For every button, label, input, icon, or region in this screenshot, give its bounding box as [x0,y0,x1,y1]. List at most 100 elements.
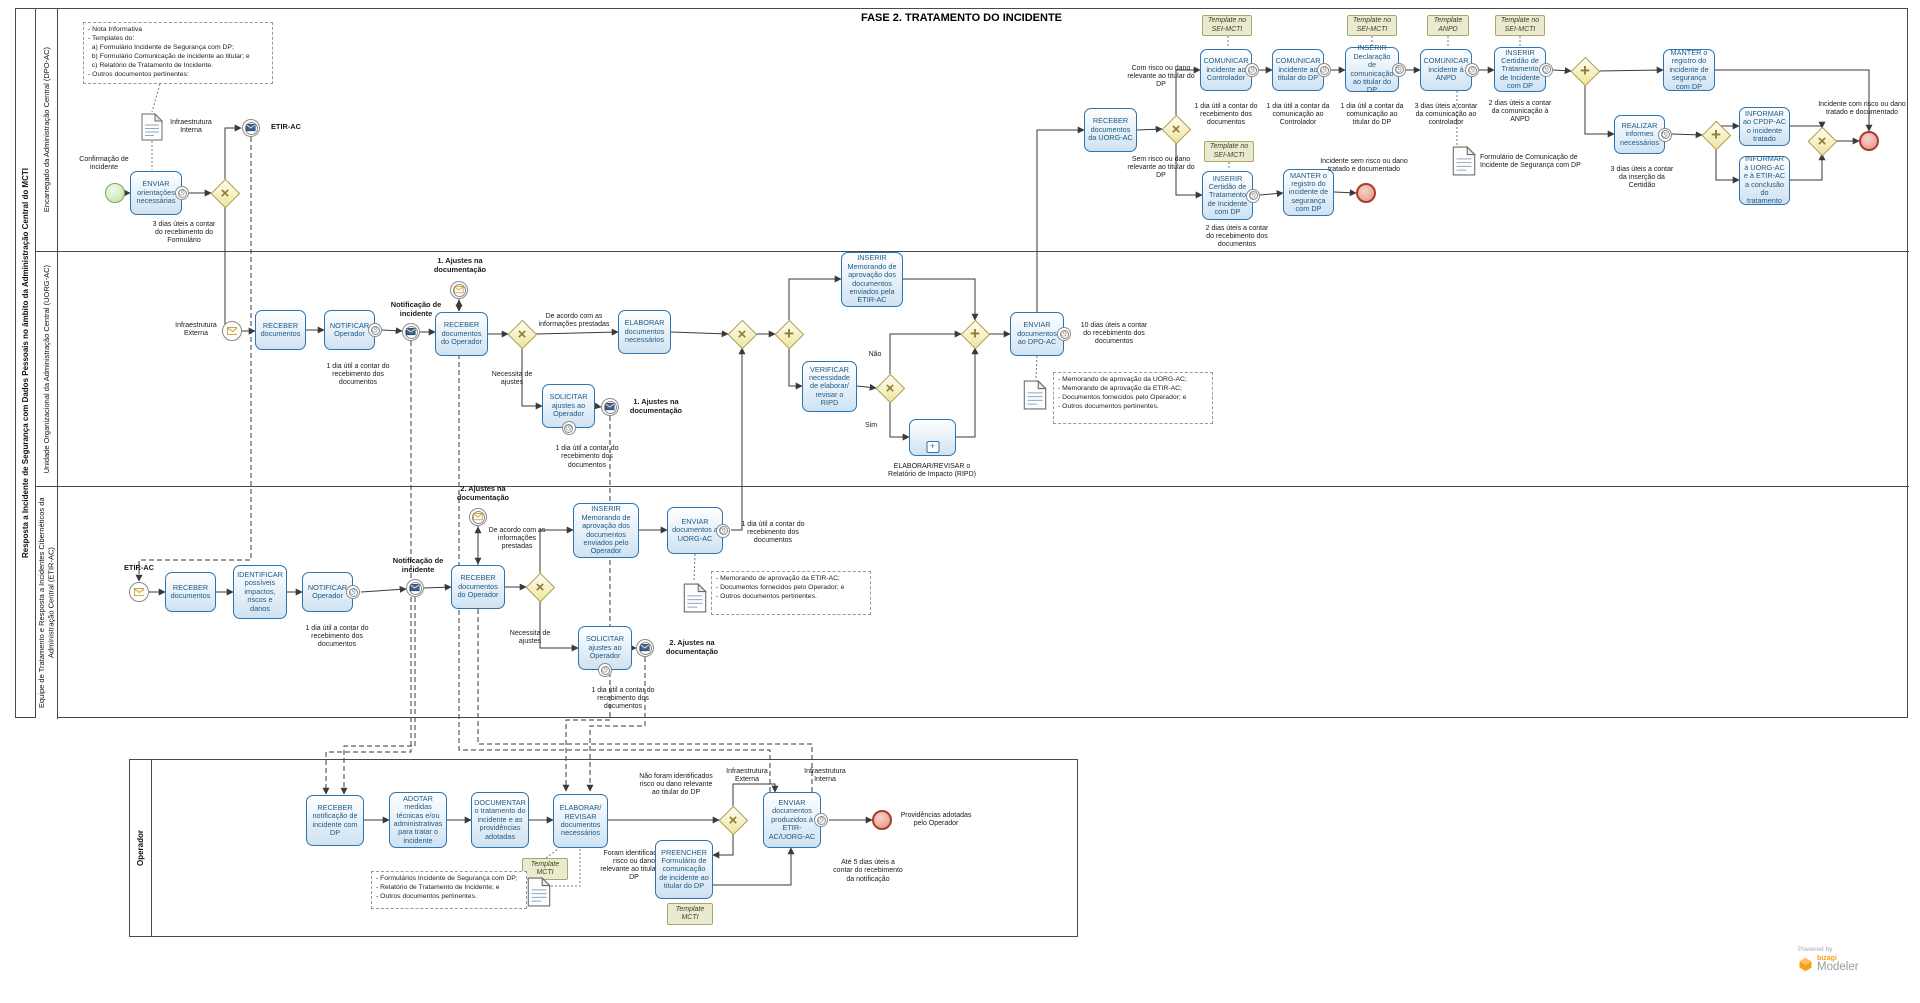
task-manter-o-registro-do-incidente-de-seguranca-com-[interactable]: MANTER o registro do incidente de segura… [1283,169,1334,216]
annotation-template-anpd[interactable]: Template ANPD [1427,15,1469,36]
document-icon [527,876,552,907]
timer-event-realizar-informes-necessarios[interactable] [1658,127,1672,142]
task-elaborar-revisar-documentos-necessarios[interactable]: ELABORAR/ REVISAR documentos necessários [553,794,608,848]
task-receber-documentos[interactable]: RECEBER documentos [165,572,216,612]
task-notificar-operador[interactable]: NOTIFICAR Operador [324,310,375,350]
timer-event-solicitar-ajustes-ao-operador[interactable] [598,663,612,677]
document-icon[interactable] [1023,379,1048,410]
event-msg-catch[interactable] [469,508,487,526]
gateway-x-225-193[interactable]: × [210,178,240,208]
task-receber-notificacao-de-incidente-com-dp[interactable]: RECEBER notificação de incidente com DP [306,795,364,846]
timer-event-solicitar-ajustes-ao-operador[interactable] [561,421,576,435]
document-icon[interactable] [683,582,708,613]
task-realizar-informes-necessarios[interactable]: REALIZAR informes necessários [1614,115,1665,154]
timer-event-notificar-operador[interactable] [368,323,382,337]
start-event-etir-ac[interactable] [129,582,149,602]
task-receber-documentos-da-uorg-ac[interactable]: RECEBER documentos da UORG-AC [1084,108,1137,152]
timer-event-comunicar-incidente-a-anpd[interactable] [1465,63,1479,77]
task-documentar-o-tratamento-do-incidente-e-as-provid[interactable]: DOCUMENTAR o tratamento do incidente e a… [471,792,529,848]
task-identificar-possiveis-impactos-riscos-e-danos[interactable]: IDENTIFICAR possíveis impactos, riscos e… [233,565,287,619]
task-inserir-certidao-de-tratamento-de-incidente-com-[interactable]: INSERIR Certidão de Tratamento de Incide… [1494,47,1546,92]
timer-event-notificar-operador[interactable] [346,585,360,599]
task-notificar-operador[interactable]: NOTIFICAR Operador [302,572,353,612]
task-inserir-memorando-de-aprovacao-dos-documentos-en[interactable]: INSERIR Memorando de aprovação dos docum… [573,503,639,558]
gateway-plus-1716-135[interactable]: + [1701,120,1731,150]
task-receber-documentos-do-operador[interactable]: RECEBER documentos do Operador [435,312,488,356]
note-memorando-de-aprovacao-d[interactable]: - Memorando de aprovação da ETIR-AC; - D… [711,571,871,615]
annotation-template-no-sei-mcti[interactable]: Template no SEI-MCTI [1347,15,1397,36]
end-event-incidente-com-risco[interactable] [1859,131,1879,151]
task-enviar-documentos-ao-dpo-ac[interactable]: ENVIAR documentos ao DPO-AC [1010,312,1064,356]
end-event-incidente-sem-risco[interactable] [1356,183,1376,203]
note-formularios-incidente-de[interactable]: - Formulários Incidente de Segurança com… [371,871,527,909]
exclusive-gateway-x-marker: × [220,184,230,202]
task-adotar-medidas-tecnicas-e-ou-administrativas-par[interactable]: ADOTAR medidas técnicas e/ou administrat… [389,792,447,848]
task-manter-o-registro-do-incidente-de-seguranca-com-[interactable]: MANTER o registro do incidente de segura… [1663,48,1715,91]
task-informar-ao-cpdp-ac-o-incidente-tratado[interactable]: INFORMAR ao CPDP-AC o incidente tratado [1739,107,1790,146]
gateway-x-742-334[interactable]: × [727,319,757,349]
clock-icon [1396,66,1402,73]
task-elaborar-documentos-necessarios[interactable]: ELABORAR documentos necessários [618,310,671,354]
event-msg-throw[interactable] [406,579,424,597]
gateway-x-1822-141[interactable]: × [1807,126,1837,156]
task-solicitar-ajustes-ao-operador[interactable]: SOLICITAR ajustes ao Operador [542,384,595,428]
task-enviar-documentos-a-uorg-ac[interactable]: ENVIAR documentos a UORG-AC [667,507,723,554]
gateway-x-522-334[interactable]: × [507,319,537,349]
gateway-plus-1585-71[interactable]: + [1570,56,1600,86]
task-comunicar-incidente-ao-titular-do-dp[interactable]: COMUNICAR incidente ao titular do DP [1272,49,1324,91]
task-verificar-necessidade-de-elaborar-revisar-o-ripd[interactable]: VERIFICAR necessidade de elaborar/ revis… [802,361,857,412]
task-receber-documentos[interactable]: RECEBER documentos [255,310,306,350]
task-preencher-formulario-de-comunicacao-de-incidente[interactable]: PREENCHER Formulário de comunicação de i… [655,840,713,899]
event-msg-throw[interactable] [636,639,654,657]
task-label: RECEBER documentos do Operador [457,573,499,600]
timer-event-inserir-certidao-de-tratamento-de-incidente-com-[interactable] [1246,188,1260,203]
annotation-template-no-sei-mcti[interactable]: Template no SEI-MCTI [1495,15,1545,36]
timer-event-enviar-documentos-ao-dpo-ac[interactable] [1057,327,1071,341]
document-icon[interactable] [527,876,552,907]
task-label: ENVIAR documentos a UORG-AC [672,516,718,543]
task-label: INFORMAR ao CPDP-AC o incidente tratado [1743,108,1786,143]
task-enviar-documentos-produzidos-a-etir-ac-uorg-ac[interactable]: ENVIAR documentos produzidos à ETIR-AC/U… [763,792,821,848]
document-icon[interactable] [141,112,164,141]
gateway-x-733-820[interactable]: × [718,805,748,835]
message-throw-event-etir-ac[interactable] [242,119,260,137]
start-event-confirmacao-de-incidente[interactable] [105,183,125,203]
parallel-gateway-plus-marker: + [970,324,980,343]
label-etir-ac: ETIR-AC [271,122,301,132]
gateway-x-1176-129[interactable]: × [1161,114,1191,144]
gateway-x-540-587[interactable]: × [525,572,555,602]
start-event-infraestrutura-externa[interactable] [222,321,242,341]
timer-event-comunicar-incidente-ao-controlador[interactable] [1245,63,1259,77]
timer-event-enviar-documentos-a-uorg-ac[interactable] [716,523,730,538]
task-comunicar-incidente-ao-controlador[interactable]: COMUNICAR incidente ao Controlador [1200,49,1252,91]
gateway-x-890-388[interactable]: × [875,373,905,403]
annotation-template-mcti[interactable]: Template MCTI [667,903,713,925]
task-inserir-memorando-de-aprovacao-dos-documentos-en[interactable]: INSERIR Memorando de aprovação dos docum… [841,252,903,307]
task-receber-documentos-do-operador[interactable]: RECEBER documentos do Operador [451,565,505,609]
timer-event-inserir-certidao-de-tratamento-de-incidente-com-[interactable] [1539,62,1553,77]
document-icon[interactable] [1452,145,1477,176]
task-comunicar-incidente-a-anpd[interactable]: COMUNICAR incidente à ANPD [1420,49,1472,91]
task-informar-a-uorg-ac-e-a-etir-ac-a-conclusao-do-tr[interactable]: INFORMAR à UORG-AC e à ETIR-AC a conclus… [1739,155,1790,205]
event-msg-throw[interactable] [601,398,619,416]
annotation-template-no-sei-mcti[interactable]: Template no SEI-MCTI [1202,15,1252,36]
timer-event-enviar-orientacoes-necessarias[interactable] [175,186,189,200]
clock-icon [350,589,356,595]
event-msg-catch[interactable] [450,281,468,299]
pool-label-strip-resposta-a-incidente-de-seguranca-com-dados-pess: Resposta a Incidente de Segurança com Da… [16,9,36,717]
note-nota-informativa-templ[interactable]: - Nota Informativa - Templates do: a) Fo… [83,22,273,84]
annotation-template-no-sei-mcti[interactable]: Template no SEI-MCTI [1204,141,1254,162]
note-memorando-de-aprovacao-d[interactable]: - Memorando de aprovação da UORG-AC; - M… [1053,372,1213,424]
task-label: SOLICITAR ajustes ao Operador [549,392,588,419]
subprocess-elaborar-revisar-ripd[interactable]: + [909,419,956,456]
task-inserir-declaracao-de-comunicacao-ao-titular-do-[interactable]: INSERIR Declaração de comunicação ao tit… [1345,44,1399,94]
gateway-plus-789-334[interactable]: + [774,319,804,349]
gateway-plus-975-334[interactable]: + [960,319,990,349]
timer-event-comunicar-incidente-ao-titular-do-dp[interactable] [1317,63,1331,77]
timer-event-enviar-documentos-produzidos-a-etir-ac-uorg-ac[interactable] [814,813,828,827]
label-1-dia-util-a-contar-do-recebimento-dos-documento: 1 dia útil a contar do recebimento dos d… [591,686,657,711]
annotation-template-mcti[interactable]: Template MCTI [522,858,568,880]
end-event-providencias-adotadas[interactable] [872,810,892,830]
event-msg-throw[interactable] [402,323,420,341]
timer-event-inserir-declaracao-de-comunicacao-ao-titular-do-[interactable] [1392,62,1406,77]
